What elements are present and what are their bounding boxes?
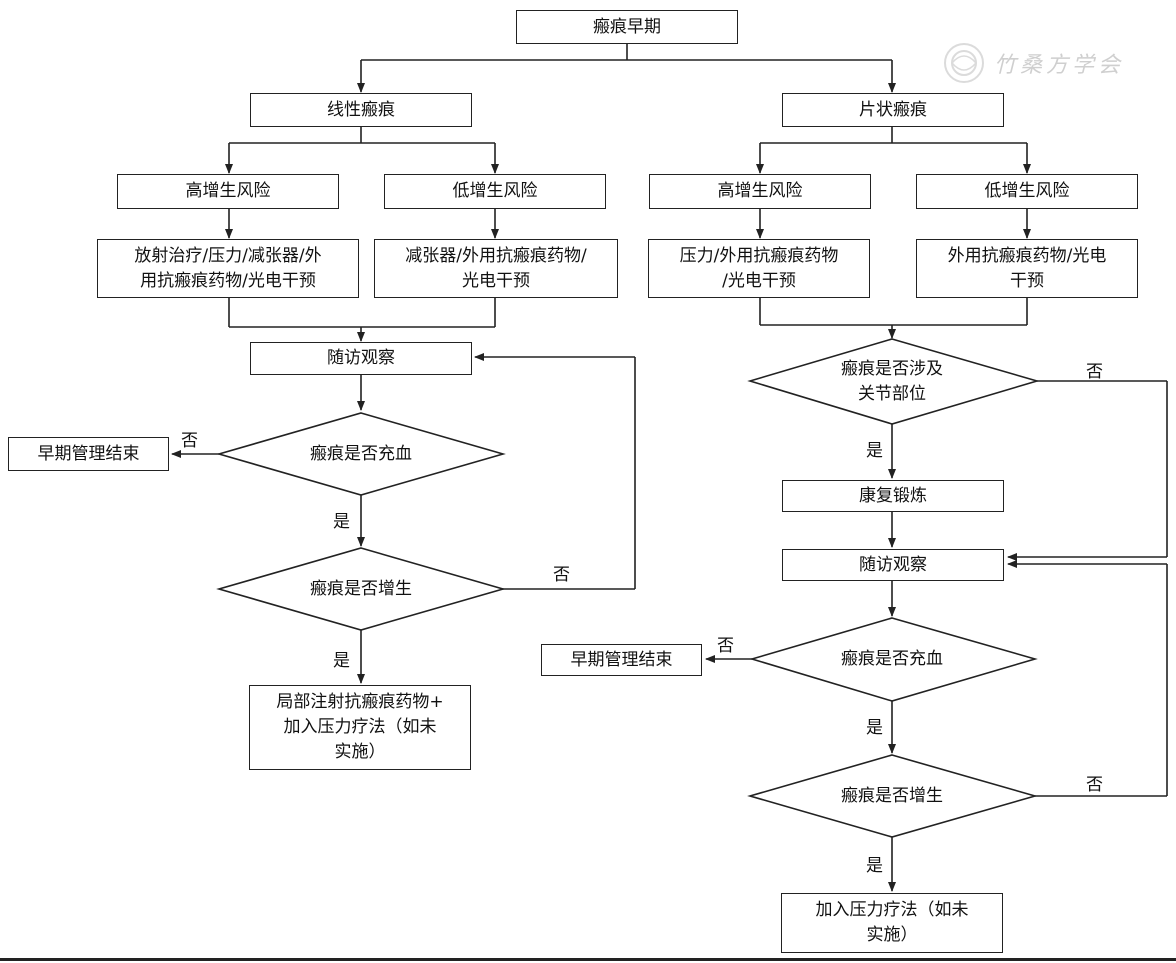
linear-end-node: 早期管理结束 <box>8 437 169 471</box>
sheet-follow-up-node: 随访观察 <box>782 549 1004 581</box>
linear-follow-up-node: 随访观察 <box>250 342 472 375</box>
bottom-divider <box>0 958 1176 961</box>
sheet-joint-decision: 瘢痕是否涉及 关节部位 <box>841 359 943 404</box>
linear-congestion-decision: 瘢痕是否充血 <box>310 443 412 464</box>
sheet-scar-node: 片状瘢痕 <box>782 93 1004 127</box>
decision-diamond <box>747 338 1040 425</box>
linear-final-treatment-node: 局部注射抗瘢痕药物+ 加入压力疗法（如未 实施） <box>249 685 471 770</box>
branch-label-yes: 是 <box>866 718 883 738</box>
branch-label-no: 否 <box>717 636 734 656</box>
sheet-rehab-node: 康复锻炼 <box>782 480 1004 512</box>
linear-scar-node: 线性瘢痕 <box>250 93 472 127</box>
branch-label-yes: 是 <box>866 441 883 461</box>
watermark: 竹桑方学会 <box>942 38 1157 88</box>
sheet-hyperplasia-decision: 瘢痕是否增生 <box>841 785 943 806</box>
sheet-high-risk-node: 高增生风险 <box>649 174 871 209</box>
sheet-final-treatment-node: 加入压力疗法（如未 实施） <box>781 893 1003 953</box>
branch-label-no: 否 <box>1086 775 1103 795</box>
decision-diamond <box>749 617 1038 702</box>
watermark-text: 竹桑方学会 <box>994 53 1125 78</box>
start-node: 瘢痕早期 <box>516 10 738 44</box>
linear-low-risk-node: 低增生风险 <box>384 174 606 209</box>
sheet-low-treatment-node: 外用抗瘢痕药物/光电 干预 <box>916 239 1138 298</box>
linear-high-risk-node: 高增生风险 <box>117 174 339 209</box>
sheet-congestion-decision: 瘢痕是否充血 <box>841 648 943 669</box>
branch-label-yes: 是 <box>333 651 350 671</box>
branch-label-yes: 是 <box>333 512 350 532</box>
branch-label-no: 否 <box>181 431 198 451</box>
linear-hyperplasia-decision: 瘢痕是否增生 <box>310 578 412 599</box>
sheet-end-node: 早期管理结束 <box>541 644 702 676</box>
decision-diamond <box>216 547 506 631</box>
linear-high-treatment-node: 放射治疗/压力/减张器/外 用抗瘢痕药物/光电干预 <box>97 239 359 298</box>
sheet-high-treatment-node: 压力/外用抗瘢痕药物 /光电干预 <box>648 239 870 298</box>
branch-label-no: 否 <box>553 565 570 585</box>
branch-label-yes: 是 <box>866 856 883 876</box>
sheet-low-risk-node: 低增生风险 <box>916 174 1138 209</box>
decision-diamond <box>747 754 1038 838</box>
linear-low-treatment-node: 减张器/外用抗瘢痕药物/ 光电干预 <box>374 239 618 298</box>
decision-diamond <box>216 412 506 496</box>
branch-label-no: 否 <box>1086 362 1103 382</box>
logo-icon <box>944 43 984 83</box>
